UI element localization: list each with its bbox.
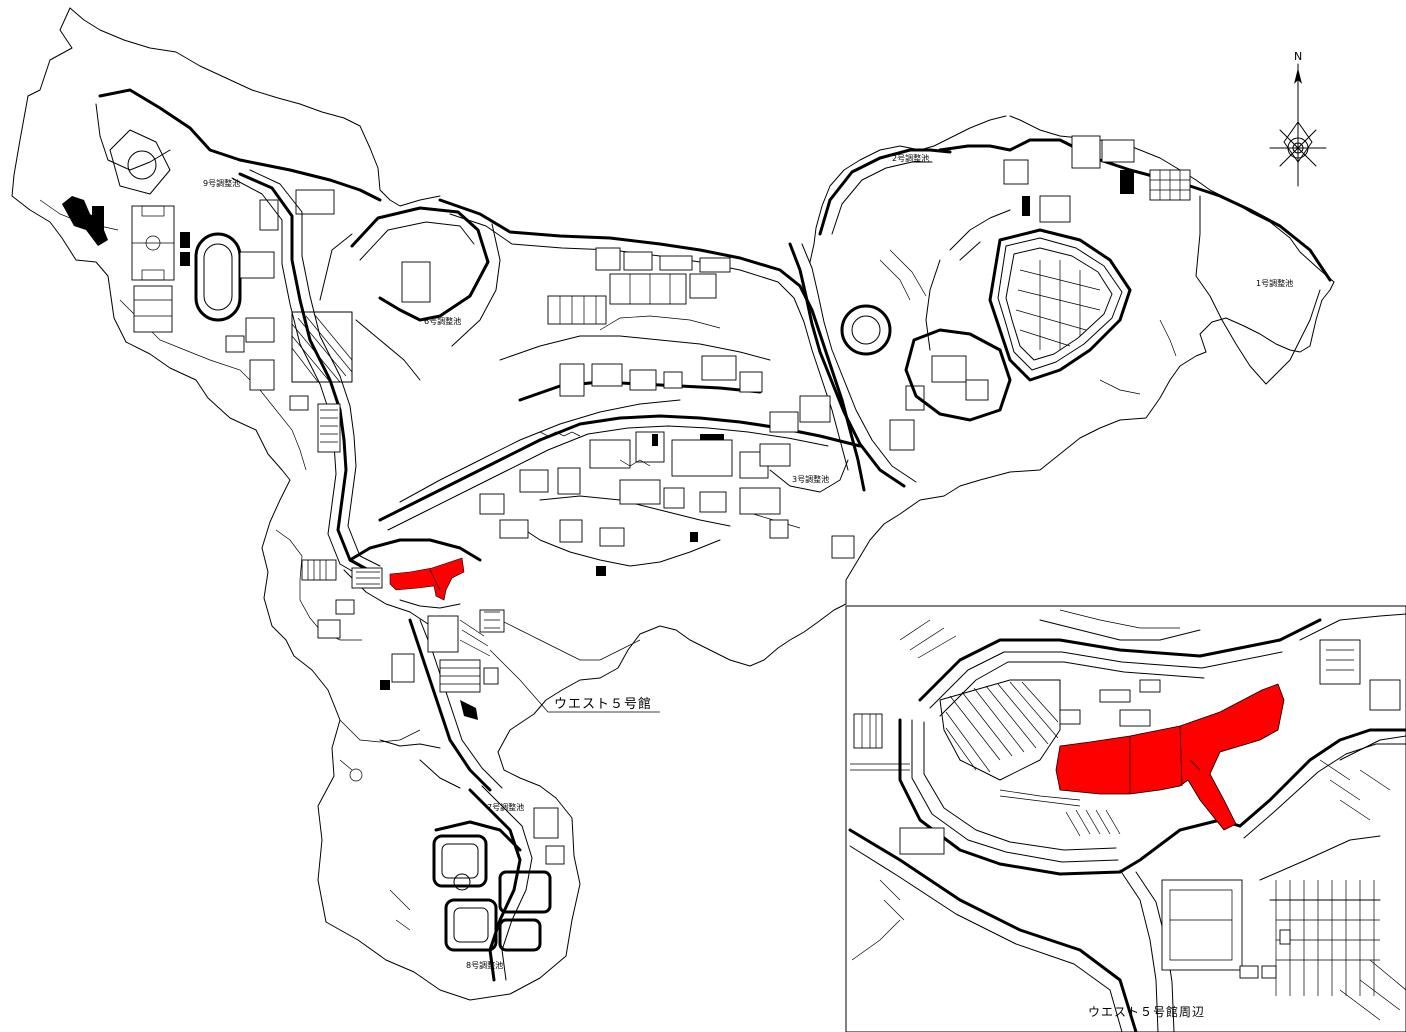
south-fields: 7号調整池 8号調整池 [339,739,565,982]
north-arrow-label: N [1294,50,1302,63]
campus-boundary-east [845,281,1335,605]
inset-map: ウエスト５号館周辺 [845,605,1406,1032]
pond-8-label: 8号調整池 [466,960,503,970]
west5-area [301,538,505,792]
pond-2-label: 2号調整池 [892,153,929,163]
building-callout: ウエスト５号館 [489,649,660,713]
building-callout-text: ウエスト５号館 [554,697,652,712]
campus-boundary-north [69,7,441,207]
east-hub: 3号調整池 [739,242,925,559]
inset-caption: ウエスト５号館周辺 [1088,1004,1205,1019]
pond-1-label: 1号調整池 [1256,278,1293,288]
pond-3-label: 3号調整池 [792,474,829,484]
parking-west [291,311,353,453]
campus-boundary [11,7,847,1001]
main-road-west [238,172,374,574]
pond-7-label: 7号調整池 [487,802,524,812]
northeast-area: 1号調整池 2号調整池 [818,135,1332,422]
north-fields [547,247,731,325]
west5-building-main [389,557,465,601]
pond-9-label: 9号調整池 [203,178,240,188]
north-arrow: N [1269,50,1327,187]
pond-6-label: 6号調整池 [424,316,461,326]
sports-fields [62,88,382,411]
